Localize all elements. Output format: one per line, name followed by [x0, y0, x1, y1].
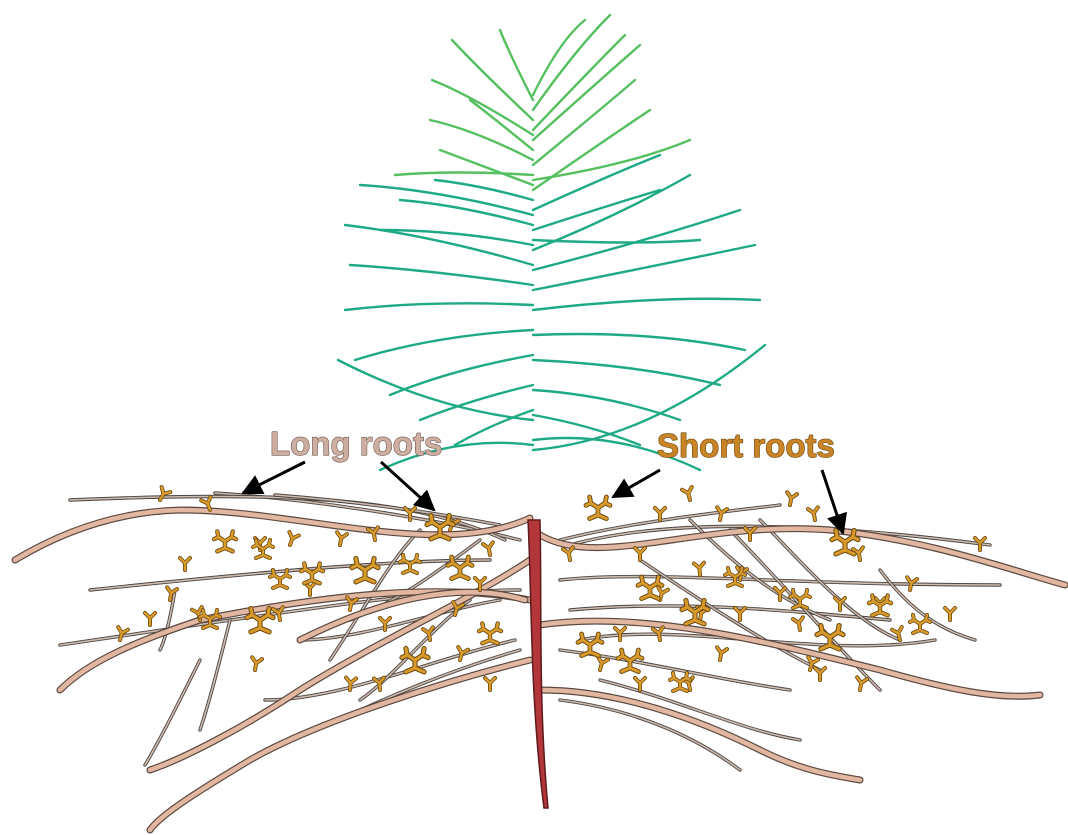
short-root: [635, 548, 645, 560]
short-root: [945, 608, 955, 620]
needle: [355, 330, 533, 360]
short-root: [180, 558, 190, 570]
needle: [432, 80, 533, 135]
short-root: [655, 508, 665, 520]
needle: [533, 360, 720, 385]
long-roots-arrow-right: [381, 462, 434, 510]
short-root-cluster: [301, 564, 323, 584]
short-root-cluster: [910, 615, 930, 633]
taproot-shape: [528, 520, 548, 808]
short-roots-arrow-left: [613, 470, 660, 497]
short-roots-arrow-right: [822, 470, 843, 533]
needle: [533, 299, 760, 310]
short-root: [285, 532, 299, 547]
needle: [338, 360, 533, 420]
short-root-cluster: [214, 532, 236, 552]
needle: [500, 30, 533, 100]
needle: [533, 240, 700, 243]
needle: [470, 100, 533, 150]
needle: [420, 385, 533, 420]
short-root: [335, 532, 347, 546]
needle: [390, 355, 533, 395]
taproot: [528, 520, 548, 808]
short-root: [483, 542, 495, 556]
needle: [345, 225, 533, 265]
fine-root-outline: [640, 560, 820, 670]
short-roots-label: Short roots: [657, 427, 835, 464]
short-root: [145, 613, 155, 625]
short-root: [563, 547, 575, 561]
needle: [345, 303, 533, 310]
needle: [440, 150, 533, 185]
short-root: [305, 583, 315, 595]
long-roots-arrow-left: [243, 462, 305, 493]
short-root: [855, 677, 867, 691]
fine-root-outline: [560, 505, 780, 540]
needle: [533, 334, 745, 350]
needle: [350, 265, 533, 285]
needle: [360, 185, 533, 215]
short-root: [635, 678, 645, 690]
needle: [395, 173, 533, 176]
short-root: [793, 617, 805, 631]
needle: [452, 40, 533, 120]
short-root: [485, 678, 495, 690]
short-root: [694, 563, 705, 576]
pine-needles: [338, 15, 765, 470]
short-root: [735, 608, 745, 620]
needle: [400, 200, 533, 225]
short-root: [156, 487, 171, 502]
fine-root-outline: [560, 700, 740, 770]
needle: [533, 175, 690, 250]
short-root: [715, 647, 727, 661]
short-root-cluster: [869, 596, 891, 616]
needle: [380, 230, 533, 245]
short-root: [808, 507, 820, 521]
short-root: [250, 657, 262, 671]
fine-root: [560, 700, 740, 770]
needle: [533, 245, 755, 290]
long-roots-label: Long roots: [270, 425, 442, 462]
needle: [533, 80, 635, 165]
short-root: [682, 487, 695, 501]
short-root-cluster: [586, 497, 610, 519]
short-root: [785, 492, 797, 506]
needle: [533, 45, 640, 140]
short-root: [595, 657, 608, 671]
short-root-cluster: [352, 559, 378, 582]
short-root-cluster: [479, 624, 501, 644]
